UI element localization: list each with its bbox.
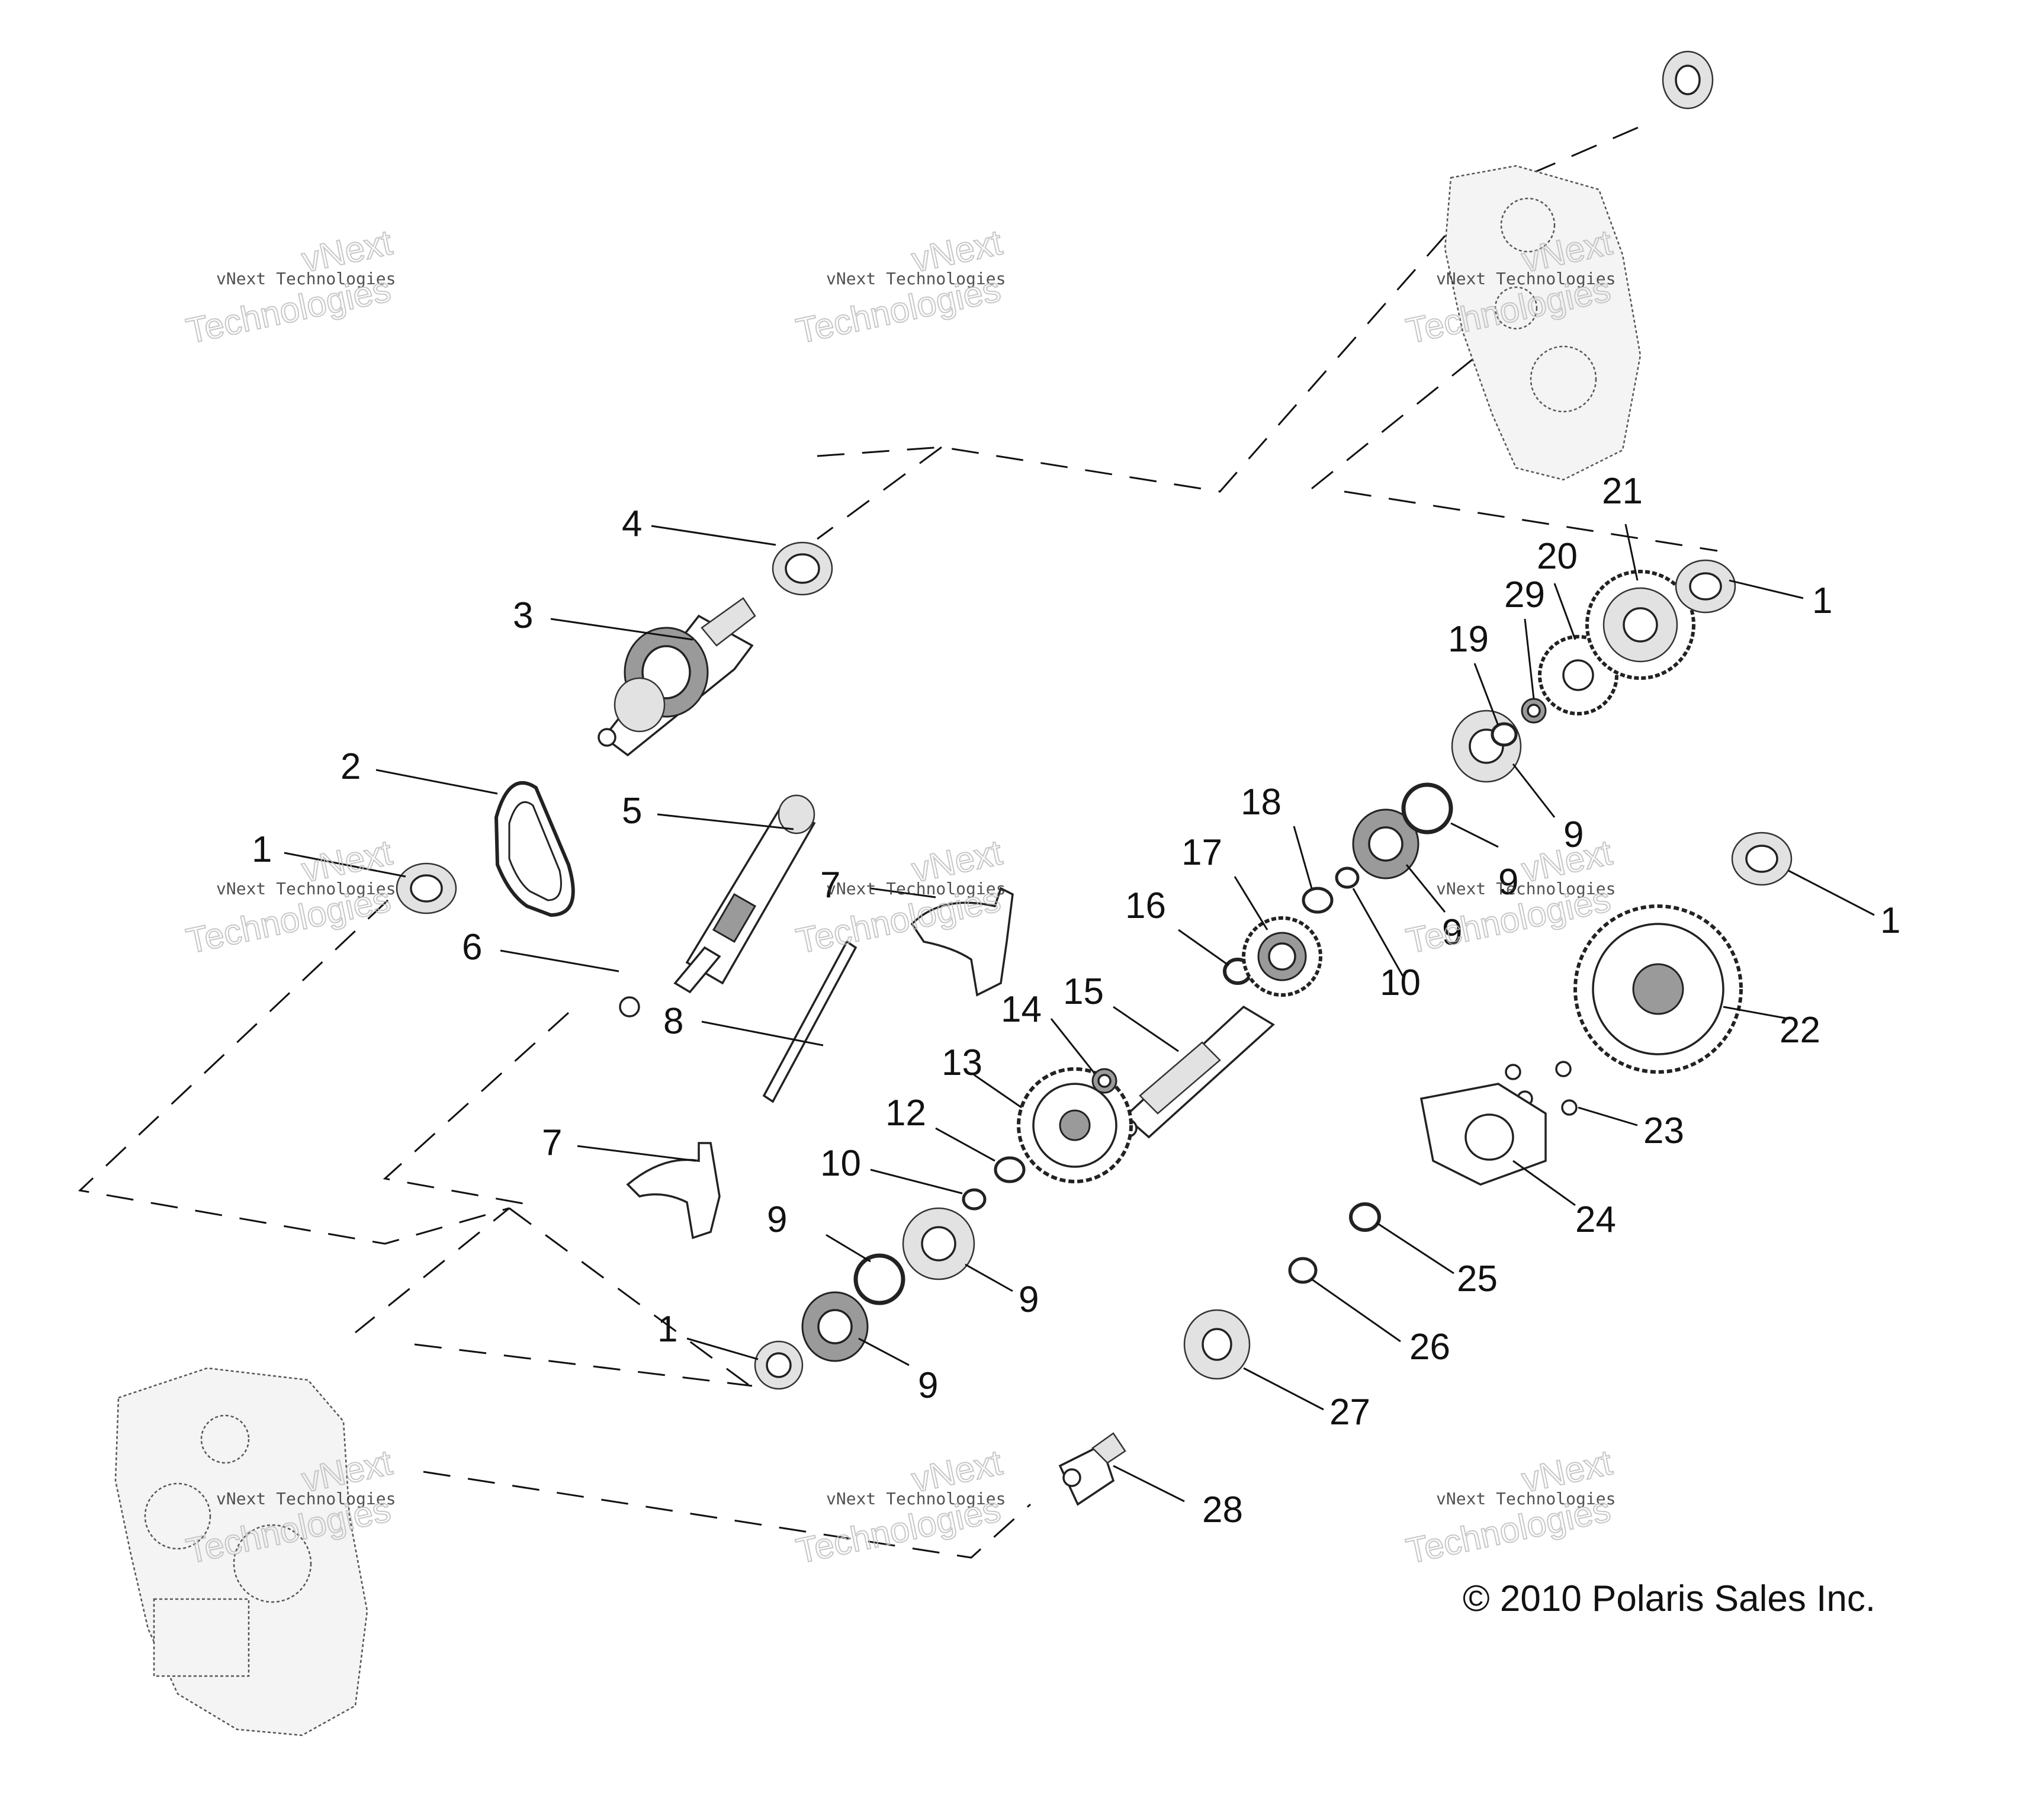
callout-3: 3 xyxy=(513,595,533,636)
svg-text:vNext Technologies: vNext Technologies xyxy=(216,269,396,288)
part-9-bearing-d xyxy=(1451,710,1522,783)
part-25-ring xyxy=(1349,1202,1381,1232)
callout-7-upper: 7 xyxy=(820,865,840,906)
watermark: vNext Technologies vNext Technologies xyxy=(792,1442,1006,1571)
part-1-bearing-right xyxy=(1731,832,1793,886)
callout-11-lower: 10 xyxy=(820,1143,861,1184)
callout-4: 4 xyxy=(622,503,642,544)
transmission-case-housing-upper xyxy=(1444,165,1642,481)
copyright-notice: © 2010 Polaris Sales Inc. xyxy=(1463,1578,1875,1619)
part-27-bearing xyxy=(1183,1309,1251,1380)
part-5-shift-drum xyxy=(673,794,816,994)
callout-1-left: 1 xyxy=(252,829,272,870)
part-8-rod xyxy=(762,940,857,1103)
callout-14: 14 xyxy=(1001,989,1042,1030)
callout-25: 25 xyxy=(1457,1259,1498,1299)
part-1-bearing-left xyxy=(396,862,457,914)
callout-9-upper: 9 xyxy=(1563,814,1584,855)
part-12-washer xyxy=(994,1156,1026,1183)
callout-10-upper: 9 xyxy=(1498,862,1518,903)
part-9-bearing-b xyxy=(801,1291,869,1362)
callout-1-top-right: 1 xyxy=(1812,580,1832,621)
part-26-ring xyxy=(1288,1257,1318,1284)
part-9-bearing-a xyxy=(902,1207,975,1280)
callout-9-mid: 9 xyxy=(1442,912,1462,953)
callout-19: 19 xyxy=(1448,619,1489,660)
callout-12: 12 xyxy=(885,1093,926,1134)
part-6-clip xyxy=(619,996,640,1017)
callout-1-lower: 1 xyxy=(657,1309,677,1350)
part-13-gear xyxy=(1017,1067,1133,1183)
transmission-case-housing-lower xyxy=(114,1367,368,1736)
part-2-chain xyxy=(494,781,575,917)
callout-8: 8 xyxy=(663,1001,683,1042)
part-11-washer-upper xyxy=(1335,866,1360,889)
part-7-shift-fork-lower xyxy=(626,1142,721,1240)
callout-27: 27 xyxy=(1329,1392,1370,1433)
part-29-ring xyxy=(1521,698,1547,724)
part-3-shaft xyxy=(598,597,756,757)
part-18-washer xyxy=(1302,887,1334,914)
part-1-bearing-top-right xyxy=(1675,559,1736,614)
part-7-shift-fork-upper xyxy=(910,887,1014,997)
callout-21: 21 xyxy=(1602,471,1643,512)
callout-6: 6 xyxy=(462,927,482,968)
part-19-washer xyxy=(1491,722,1518,747)
svg-text:vNext Technologies: vNext Technologies xyxy=(1436,269,1615,288)
callout-18: 18 xyxy=(1241,782,1281,823)
svg-text:vNext Technologies: vNext Technologies xyxy=(1436,879,1615,898)
leader-lines xyxy=(284,524,1875,1503)
callout-7-lower: 7 xyxy=(542,1122,562,1163)
callout-22: 22 xyxy=(1780,1010,1820,1051)
callout-20: 20 xyxy=(1537,536,1578,577)
callout-10-lower: 9 xyxy=(767,1199,787,1240)
watermark: vNext Technologies vNext Technologies xyxy=(792,222,1006,351)
watermark: vNext Technologies vNext Technologies xyxy=(182,832,396,961)
callout-11-upper: 10 xyxy=(1380,962,1421,1003)
callout-16: 16 xyxy=(1125,885,1166,926)
part-1-bearing-lower xyxy=(754,1340,804,1390)
svg-text:vNext Technologies: vNext Technologies xyxy=(826,1489,1006,1508)
part-11-washer-lower xyxy=(962,1188,987,1211)
callout-9-lower-a: 9 xyxy=(1019,1279,1039,1320)
callout-labels: 4 3 2 5 1 6 7 8 7 13 12 10 9 9 9 1 14 15… xyxy=(252,471,1900,1530)
callout-13: 13 xyxy=(942,1042,982,1083)
watermark: vNext Technologies vNext Technologies xyxy=(182,222,396,351)
svg-text:vNext Technologies: vNext Technologies xyxy=(826,269,1006,288)
callout-28: 28 xyxy=(1202,1490,1243,1530)
callout-29: 29 xyxy=(1504,574,1545,615)
part-21-gear xyxy=(1585,570,1695,680)
part-24-bracket xyxy=(1419,1083,1547,1186)
callout-17: 17 xyxy=(1181,832,1222,873)
part-14-ring xyxy=(1091,1068,1117,1094)
callout-24: 24 xyxy=(1575,1199,1616,1240)
callout-5: 5 xyxy=(622,791,642,832)
part-10-ring-upper xyxy=(1401,782,1453,834)
svg-text:vNext Technologies: vNext Technologies xyxy=(216,1489,396,1508)
part-28-sensor xyxy=(1058,1432,1126,1506)
callout-9-lower-b: 9 xyxy=(918,1365,938,1406)
watermark: vNext Technologies vNext Technologies xyxy=(1402,832,1616,961)
part-10-ring-lower xyxy=(853,1253,905,1305)
assembly-guide-lines xyxy=(78,120,1718,1559)
svg-text:vNext Technologies: vNext Technologies xyxy=(216,879,396,898)
svg-text:vNext Technologies: vNext Technologies xyxy=(1436,1489,1615,1508)
cap-part-top xyxy=(1662,50,1714,110)
watermark: vNext Technologies vNext Technologies xyxy=(1402,1442,1616,1571)
part-4-bearing xyxy=(772,541,833,596)
callout-26: 26 xyxy=(1409,1327,1450,1368)
part-9-bearing-c xyxy=(1352,808,1419,879)
callout-1-right: 1 xyxy=(1880,900,1900,941)
callout-23: 23 xyxy=(1643,1110,1684,1151)
callout-15: 15 xyxy=(1063,971,1104,1012)
part-22-gear xyxy=(1573,904,1743,1074)
callout-2: 2 xyxy=(341,746,361,787)
part-17-gear xyxy=(1242,916,1322,997)
svg-text:vNext Technologies: vNext Technologies xyxy=(826,879,1006,898)
